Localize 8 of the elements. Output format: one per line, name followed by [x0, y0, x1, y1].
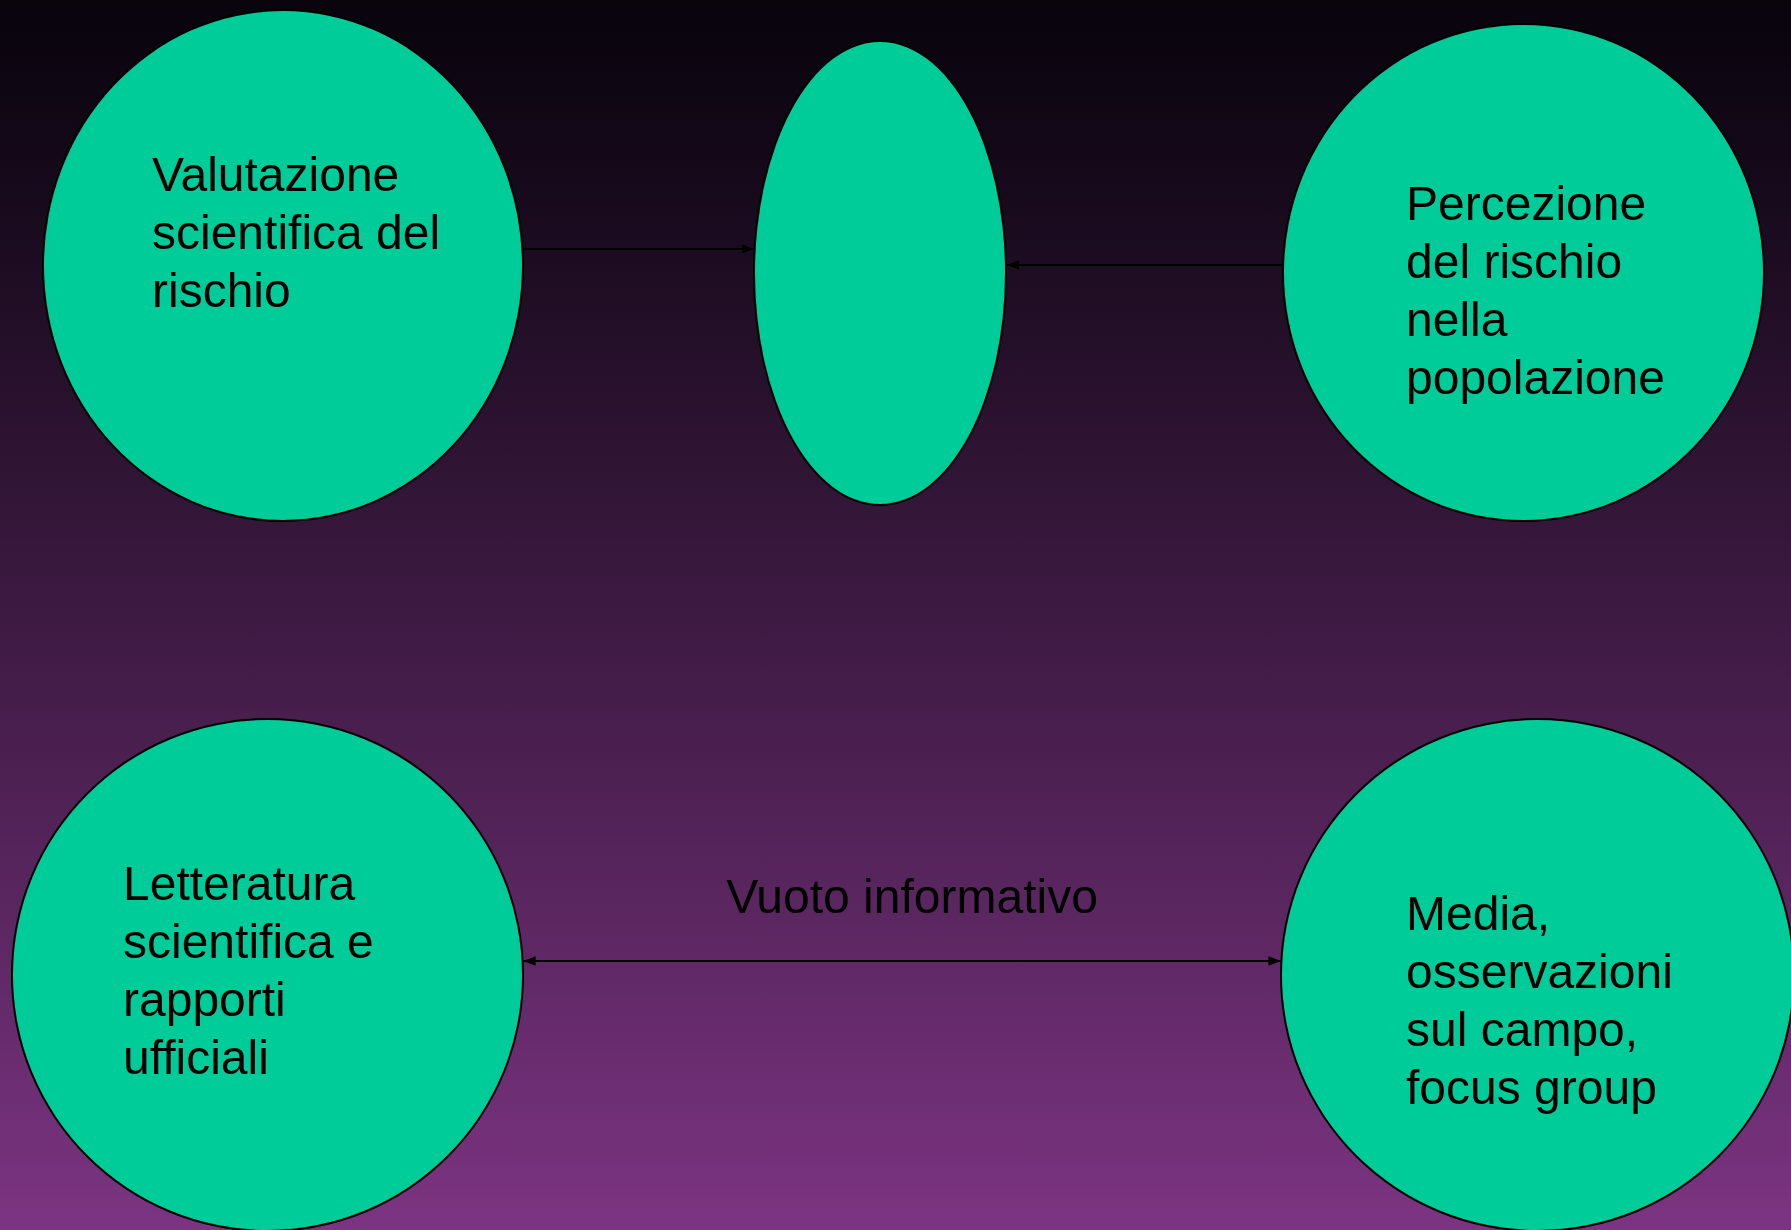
arrow — [522, 244, 755, 254]
node-label: Media, osservazioni sul campo, focus group — [1406, 886, 1674, 1116]
node-label: Percezione del rischio nella popolazione — [1406, 176, 1666, 406]
arrow — [522, 956, 1282, 966]
node-label: Letteratura scientifica e rapporti ufficiali — [123, 856, 375, 1086]
node-label: Valutazione scientifica del rischio — [152, 147, 442, 319]
edge-label: Vuoto informativo — [726, 873, 1098, 921]
arrow — [1005, 260, 1284, 270]
